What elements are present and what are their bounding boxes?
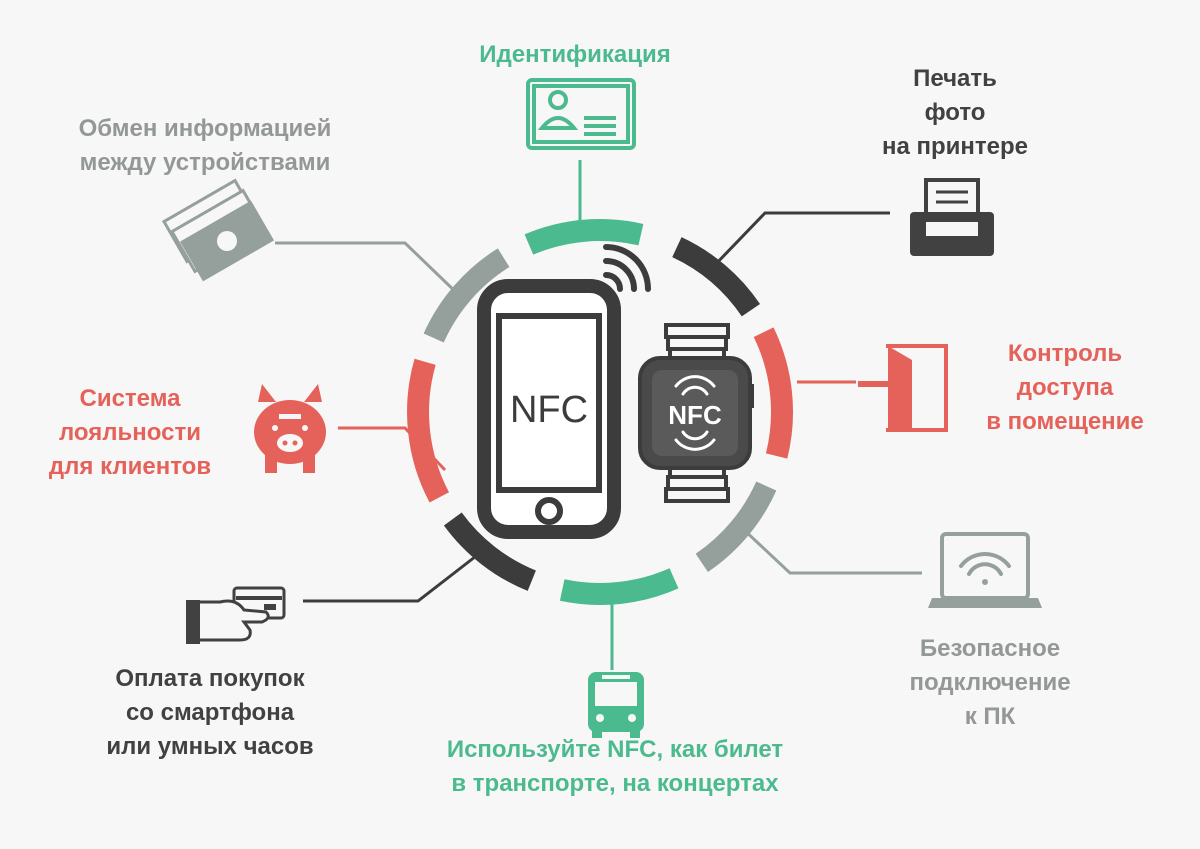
- connector-exchange: [275, 241, 464, 300]
- ring-segment-exchange: [423, 248, 510, 343]
- label-payment-line: или умных часов: [106, 733, 314, 760]
- connector-loyalty: [338, 426, 447, 472]
- ring-segment-printing: [672, 237, 761, 317]
- ring-segment-access: [753, 327, 793, 459]
- label-payment-line: со смартфона: [125, 699, 295, 726]
- label-pc-line: Безопасное: [919, 635, 1061, 662]
- ring-segment-loyalty: [407, 358, 450, 503]
- label-loyalty: Система лояльности для клиентов: [20, 382, 240, 484]
- connector-pc: [740, 526, 922, 575]
- label-access: Контроль доступа в помещение: [955, 337, 1175, 439]
- label-printing-line: на принтере: [881, 133, 1029, 160]
- label-printing: Печать фото на принтере: [850, 62, 1060, 164]
- connector-printing: [710, 211, 890, 270]
- label-loyalty-line: Система: [79, 385, 181, 412]
- piggy-bank-icon: [254, 384, 326, 473]
- id-card-icon: [526, 78, 636, 150]
- smartwatch-icon: [638, 323, 754, 503]
- printer-icon: [910, 178, 994, 256]
- ring-segment-transport: [559, 568, 679, 605]
- laptop-wifi-icon: [928, 532, 1042, 608]
- label-payment: Оплата покупок со смартфона или умных часо…: [70, 662, 350, 764]
- door-entry-icon: [858, 344, 948, 432]
- nfc-signal-icon: [603, 244, 651, 292]
- ring-segment-identification: [524, 219, 644, 255]
- connector-payment: [303, 551, 481, 603]
- ring-segment-pc: [695, 481, 777, 573]
- label-pc-line: подключение: [909, 669, 1071, 696]
- label-access-line: Контроль: [1007, 340, 1123, 367]
- ring-segment-payment: [443, 512, 537, 591]
- label-printing-line: фото: [924, 99, 986, 126]
- label-printing-line: Печать: [913, 65, 997, 92]
- label-transport-line: Используйте NFC, как билет: [446, 736, 784, 763]
- label-payment-line: Оплата покупок: [115, 665, 305, 692]
- label-exchange: Обмен информацией между устройствами: [50, 112, 360, 180]
- label-identification: Идентификация: [455, 38, 695, 72]
- hand-card-icon: [186, 586, 286, 644]
- label-access-line: доступа: [1016, 374, 1114, 401]
- bus-icon: [588, 672, 644, 738]
- label-exchange-line: Обмен информацией: [78, 115, 332, 142]
- label-loyalty-line: для клиентов: [48, 453, 212, 480]
- label-transport-line: в транспорте, на концертах: [451, 770, 779, 797]
- label-pc: Безопасное подключение к ПК: [870, 632, 1110, 734]
- label-access-line: в помещение: [986, 408, 1144, 435]
- label-exchange-line: между устройствами: [79, 149, 331, 176]
- label-pc-line: к ПК: [964, 703, 1016, 730]
- label-transport: Используйте NFC, как билет в транспорте, …: [405, 733, 825, 801]
- ring: [407, 219, 793, 605]
- watch-nfc-label: NFC: [668, 400, 722, 430]
- phone-icon: [477, 279, 621, 539]
- label-loyalty-line: лояльности: [59, 419, 201, 446]
- label-identification-line: Идентификация: [479, 41, 671, 68]
- phone-nfc-label: NFC: [510, 389, 588, 431]
- money-bills-icon: [161, 178, 275, 282]
